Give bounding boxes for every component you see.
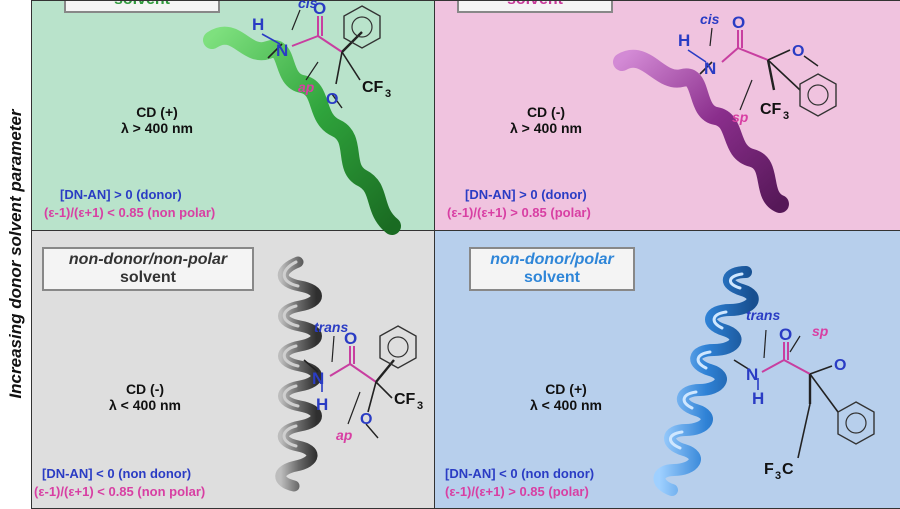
structure-bottom-left: trans N H O O ap CF 3 — [303, 319, 423, 443]
oxygen-label-2: O — [834, 357, 846, 374]
cd-sign: CD (+) — [545, 381, 587, 397]
cd-wavelength: λ < 400 nm — [530, 397, 602, 413]
solvent-parameters: [DN-AN] > 0 (donor) (ε-1)/(ε+1) < 0.85 (… — [44, 186, 215, 222]
conf-label-1: cis — [298, 0, 318, 11]
oxygen-label: O — [779, 325, 792, 344]
donor-number: [DN-AN] < 0 (non donor) — [445, 466, 595, 481]
cd-label: CD (+) λ < 400 nm — [491, 381, 641, 413]
cd-label: CD (+) λ > 400 nm — [82, 104, 232, 136]
quadrant-bottom-left: non-donor/non-polar solvent CD (-) λ < 4… — [31, 230, 436, 509]
donor-number: [DN-AN] < 0 (non donor) — [42, 466, 192, 481]
cd-sign: CD (-) — [526, 104, 566, 120]
polarity: (ε-1)/(ε+1) > 0.85 (polar) — [447, 205, 591, 220]
cf3-subscript: 3 — [417, 400, 423, 412]
solvent-type: non-donor/polar — [490, 251, 614, 268]
nitrogen-label: N — [312, 369, 324, 388]
cf3-label: CF — [760, 101, 782, 118]
oxygen-label-2: O — [360, 411, 372, 428]
solvent-label: solvent — [465, 1, 605, 9]
cf3-subscript: 3 — [783, 110, 789, 122]
cf3-subscript: 3 — [385, 88, 391, 100]
polarity: (ε-1)/(ε+1) < 0.85 (non polar) — [44, 205, 216, 220]
oxygen-label: O — [344, 329, 357, 348]
structure-bottom-right: trans sp N H O O F 3 C — [733, 307, 875, 482]
cd-label: CD (-) λ < 400 nm — [70, 381, 220, 413]
cd-label: CD (-) λ > 400 nm — [471, 104, 621, 136]
conf-label-2: ap — [298, 79, 315, 95]
structure-top-left: cis H N O ap O CF 3 — [252, 0, 391, 109]
cf3-f-label: F — [764, 461, 774, 478]
oxygen-label-2: O — [792, 43, 804, 60]
cd-wavelength: λ < 400 nm — [109, 397, 181, 413]
solvent-label: solvent — [523, 269, 580, 286]
conf-label-1: trans — [314, 319, 348, 335]
solvent-box: solvent — [64, 1, 220, 13]
conf-label-2: sp — [812, 323, 829, 339]
solvent-type: non-donor/non-polar — [68, 251, 228, 268]
oxygen-label: O — [313, 0, 326, 18]
cf3-subscript: 3 — [775, 470, 781, 482]
gray-helix — [275, 256, 322, 492]
solvent-box: non-donor/polar solvent — [469, 247, 635, 291]
donor-number: [DN-AN] > 0 (donor) — [465, 187, 587, 202]
cf3-label: CF — [394, 391, 416, 408]
conf-label-1: cis — [700, 11, 720, 27]
solvent-parameters: [DN-AN] > 0 (donor) (ε-1)/(ε+1) > 0.85 (… — [447, 186, 591, 222]
hydrogen-label: H — [678, 31, 690, 50]
solvent-parameters: [DN-AN] < 0 (non donor) (ε-1)/(ε+1) < 0.… — [34, 465, 205, 501]
cf3-c-label: C — [782, 461, 794, 478]
donor-number: [DN-AN] > 0 (donor) — [60, 187, 182, 202]
hydrogen-label: H — [252, 15, 264, 34]
polarity: (ε-1)/(ε+1) < 0.85 (non polar) — [34, 484, 206, 499]
solvent-box: non-donor/non-polar solvent — [42, 247, 254, 291]
conf-label-2: ap — [336, 427, 353, 443]
hydrogen-label: H — [752, 389, 764, 408]
cf3-label: CF — [362, 79, 384, 96]
solvent-parameters: [DN-AN] < 0 (non donor) (ε-1)/(ε+1) > 0.… — [445, 465, 594, 501]
solvent-label: solvent — [72, 1, 212, 9]
purple-helix — [613, 49, 789, 213]
oxygen-label: O — [732, 13, 745, 32]
polarity: (ε-1)/(ε+1) > 0.85 (polar) — [445, 484, 589, 499]
solvent-label: solvent — [119, 269, 176, 286]
oxygen-label-2: O — [326, 91, 338, 108]
cd-wavelength: λ > 400 nm — [510, 120, 582, 136]
cd-wavelength: λ > 400 nm — [121, 120, 193, 136]
nitrogen-label: N — [704, 59, 716, 78]
structure-top-right: cis H N O O sp CF 3 — [678, 11, 837, 125]
conf-label-1: trans — [746, 307, 780, 323]
solvent-box: solvent — [457, 1, 613, 13]
blue-helix — [653, 266, 759, 496]
hydrogen-label: H — [316, 395, 328, 414]
nitrogen-label: N — [746, 365, 758, 384]
cd-sign: CD (+) — [136, 104, 178, 120]
conf-label-2: sp — [732, 109, 749, 125]
nitrogen-label: N — [276, 41, 288, 60]
quadrant-bottom-right: non-donor/polar solvent CD (+) λ < 400 n… — [434, 230, 900, 509]
cd-sign: CD (-) — [125, 381, 165, 397]
green-helix — [203, 26, 401, 235]
